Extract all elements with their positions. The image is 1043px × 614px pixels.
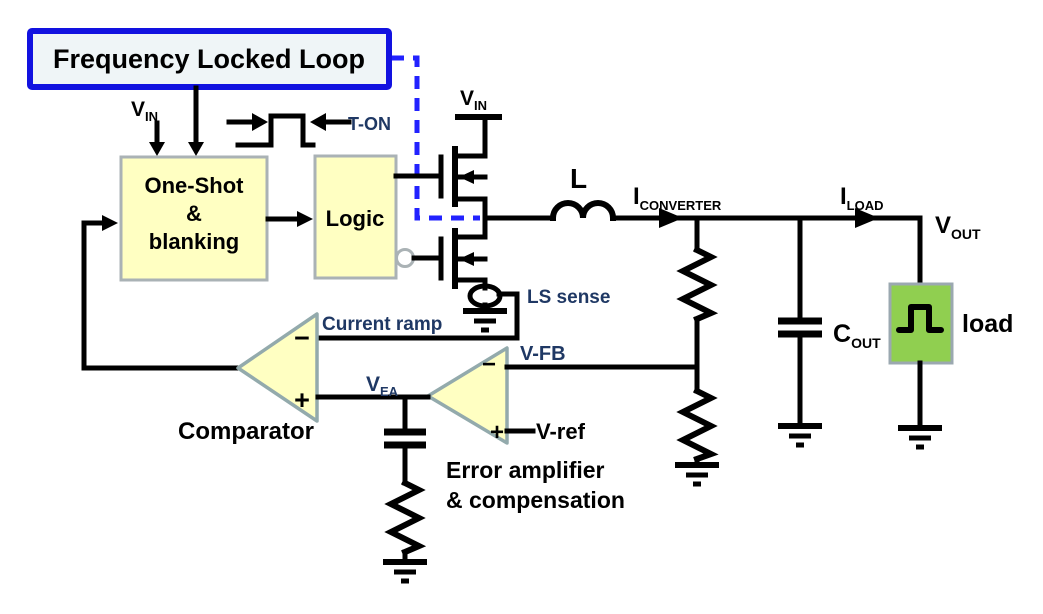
vref-group: V-ref (504, 419, 586, 444)
t-on-symbol: T-ON (226, 113, 391, 148)
one-shot-label-line1: One-Shot (145, 173, 245, 198)
feedback-wire (81, 220, 241, 371)
ground-symbol-divider (675, 465, 719, 484)
t-on-arrow-left-head (310, 113, 326, 131)
c-out-label: COUT (833, 320, 881, 351)
error-amp-minus-sign: − (482, 351, 496, 378)
i-load-arrow (855, 208, 879, 228)
inductor-label: L (570, 163, 587, 194)
ls-body-arrow (459, 252, 474, 266)
output-capacitor: COUT (778, 215, 881, 445)
ground-symbol-ls (463, 311, 507, 330)
vfb-wire-group: V-FB (504, 343, 700, 370)
fll-label: Frequency Locked Loop (53, 44, 365, 74)
logic-block: Logic (313, 154, 444, 280)
t-on-pulse-waveform (235, 113, 316, 148)
current-ramp-path (315, 291, 520, 341)
vin-label-oneshot: VIN (131, 98, 158, 124)
fll-arrow-head (188, 142, 204, 156)
error-amp-label-line1: Error amplifier (446, 457, 605, 483)
divider-resistor-top (676, 245, 719, 323)
v-ea-label: VEA (366, 373, 399, 399)
v-out-label: VOUT (935, 212, 981, 242)
ls-sense-label: LS sense (527, 287, 610, 308)
vin-arrow-head (149, 142, 165, 156)
comparator-label: Comparator (178, 418, 314, 445)
ground-symbol-load (898, 428, 942, 447)
oneshot-logic-head (297, 211, 313, 227)
error-amplifier-block: − + Error amplifier & compensation (426, 346, 625, 513)
one-shot-block: One-Shot & blanking (119, 155, 269, 282)
current-ramp-wire: Current ramp (315, 291, 520, 341)
v-ref-label: V-ref (536, 419, 586, 444)
i-load-label: ILOAD (840, 183, 884, 213)
t-on-arrow-right-head (252, 113, 268, 131)
high-side-mosfet: VIN (438, 87, 502, 221)
feedback-arrow-head (102, 215, 118, 231)
one-shot-label-line2: & (186, 201, 202, 226)
logic-inverter-bubble (395, 248, 415, 268)
fll-to-oneshot-arrow (188, 85, 204, 156)
load-pulse-icon (896, 304, 944, 333)
load-label: load (962, 310, 1013, 338)
comparator-triangle (236, 312, 319, 423)
hs-body-arrow (459, 170, 474, 184)
fll-block: Frequency Locked Loop (27, 28, 392, 90)
logic-box (313, 154, 398, 280)
v-fb-label: V-FB (520, 343, 566, 365)
error-amp-plus-sign: + (490, 419, 504, 446)
low-side-mosfet: LS sense (438, 215, 610, 330)
i-converter-arrow (659, 208, 683, 228)
feedback-divider (675, 215, 719, 484)
oneshot-to-logic-arrow (265, 211, 313, 227)
comparator-block: − + Comparator (178, 312, 319, 445)
power-stage-wire: L ICONVERTER ILOAD VOUT (482, 163, 981, 242)
error-amp-label-line2: & compensation (446, 487, 625, 513)
comparator-minus-sign: − (294, 323, 310, 353)
comp-resistor (384, 478, 427, 556)
comparator-plus-sign: + (294, 385, 310, 415)
vin-input-oneshot: VIN (131, 98, 165, 156)
vea-wire-group: VEA (315, 373, 431, 400)
load-block: load (888, 215, 1013, 447)
t-on-label: T-ON (348, 114, 391, 134)
one-shot-box (119, 155, 269, 282)
logic-label: Logic (326, 206, 385, 231)
fll-dashed-link (391, 55, 480, 221)
fll-box (27, 28, 392, 90)
one-shot-label-line3: blanking (149, 229, 239, 254)
load-box (888, 282, 954, 365)
ground-symbol-comp (383, 562, 427, 581)
inductor-symbol (549, 200, 617, 222)
feedback-arrow (81, 215, 241, 371)
divider-resistor-bottom (676, 386, 719, 463)
i-converter-label: ICONVERTER (633, 183, 722, 213)
ground-symbol-cout (778, 426, 822, 445)
error-amp-triangle (426, 346, 509, 445)
compensation-network (383, 394, 427, 581)
vin-label-fet: VIN (460, 87, 487, 113)
current-ramp-label: Current ramp (322, 314, 442, 335)
